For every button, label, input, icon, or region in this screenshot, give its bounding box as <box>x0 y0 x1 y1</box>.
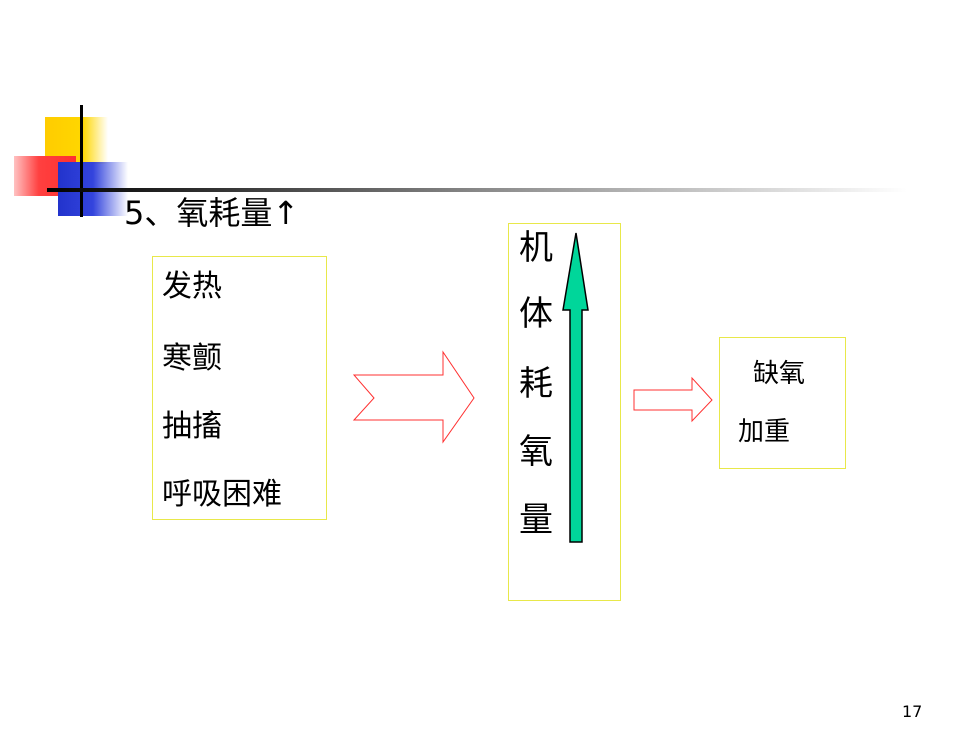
symptom-chills: 寒颤 <box>162 341 222 376</box>
oxygen-consumption-box: 机 体 耗 氧 量 <box>508 223 621 601</box>
result-box: 缺氧 加重 <box>719 337 846 469</box>
title-divider-line <box>47 188 907 192</box>
center-char-3: 耗 <box>519 364 553 404</box>
symptom-fever: 发热 <box>162 269 222 304</box>
result-line-2: 加重 <box>738 417 791 447</box>
hollow-right-arrow-icon <box>633 376 713 423</box>
decor-vertical-line <box>80 105 83 217</box>
up-arrow-icon <box>562 232 589 543</box>
slide-title: 5、氧耗量↑ <box>124 194 300 232</box>
symptom-dyspnea: 呼吸困难 <box>162 477 282 512</box>
hollow-right-arrow-icon <box>352 350 475 444</box>
symptoms-box: 发热 寒颤 抽搐 呼吸困难 <box>152 256 327 520</box>
center-char-2: 体 <box>519 294 553 334</box>
center-char-5: 量 <box>519 500 553 540</box>
symptom-convulsion: 抽搐 <box>162 409 222 444</box>
center-char-1: 机 <box>519 228 553 268</box>
page-number: 17 <box>902 702 923 721</box>
result-line-1: 缺氧 <box>753 359 806 389</box>
center-char-4: 氧 <box>519 432 553 472</box>
